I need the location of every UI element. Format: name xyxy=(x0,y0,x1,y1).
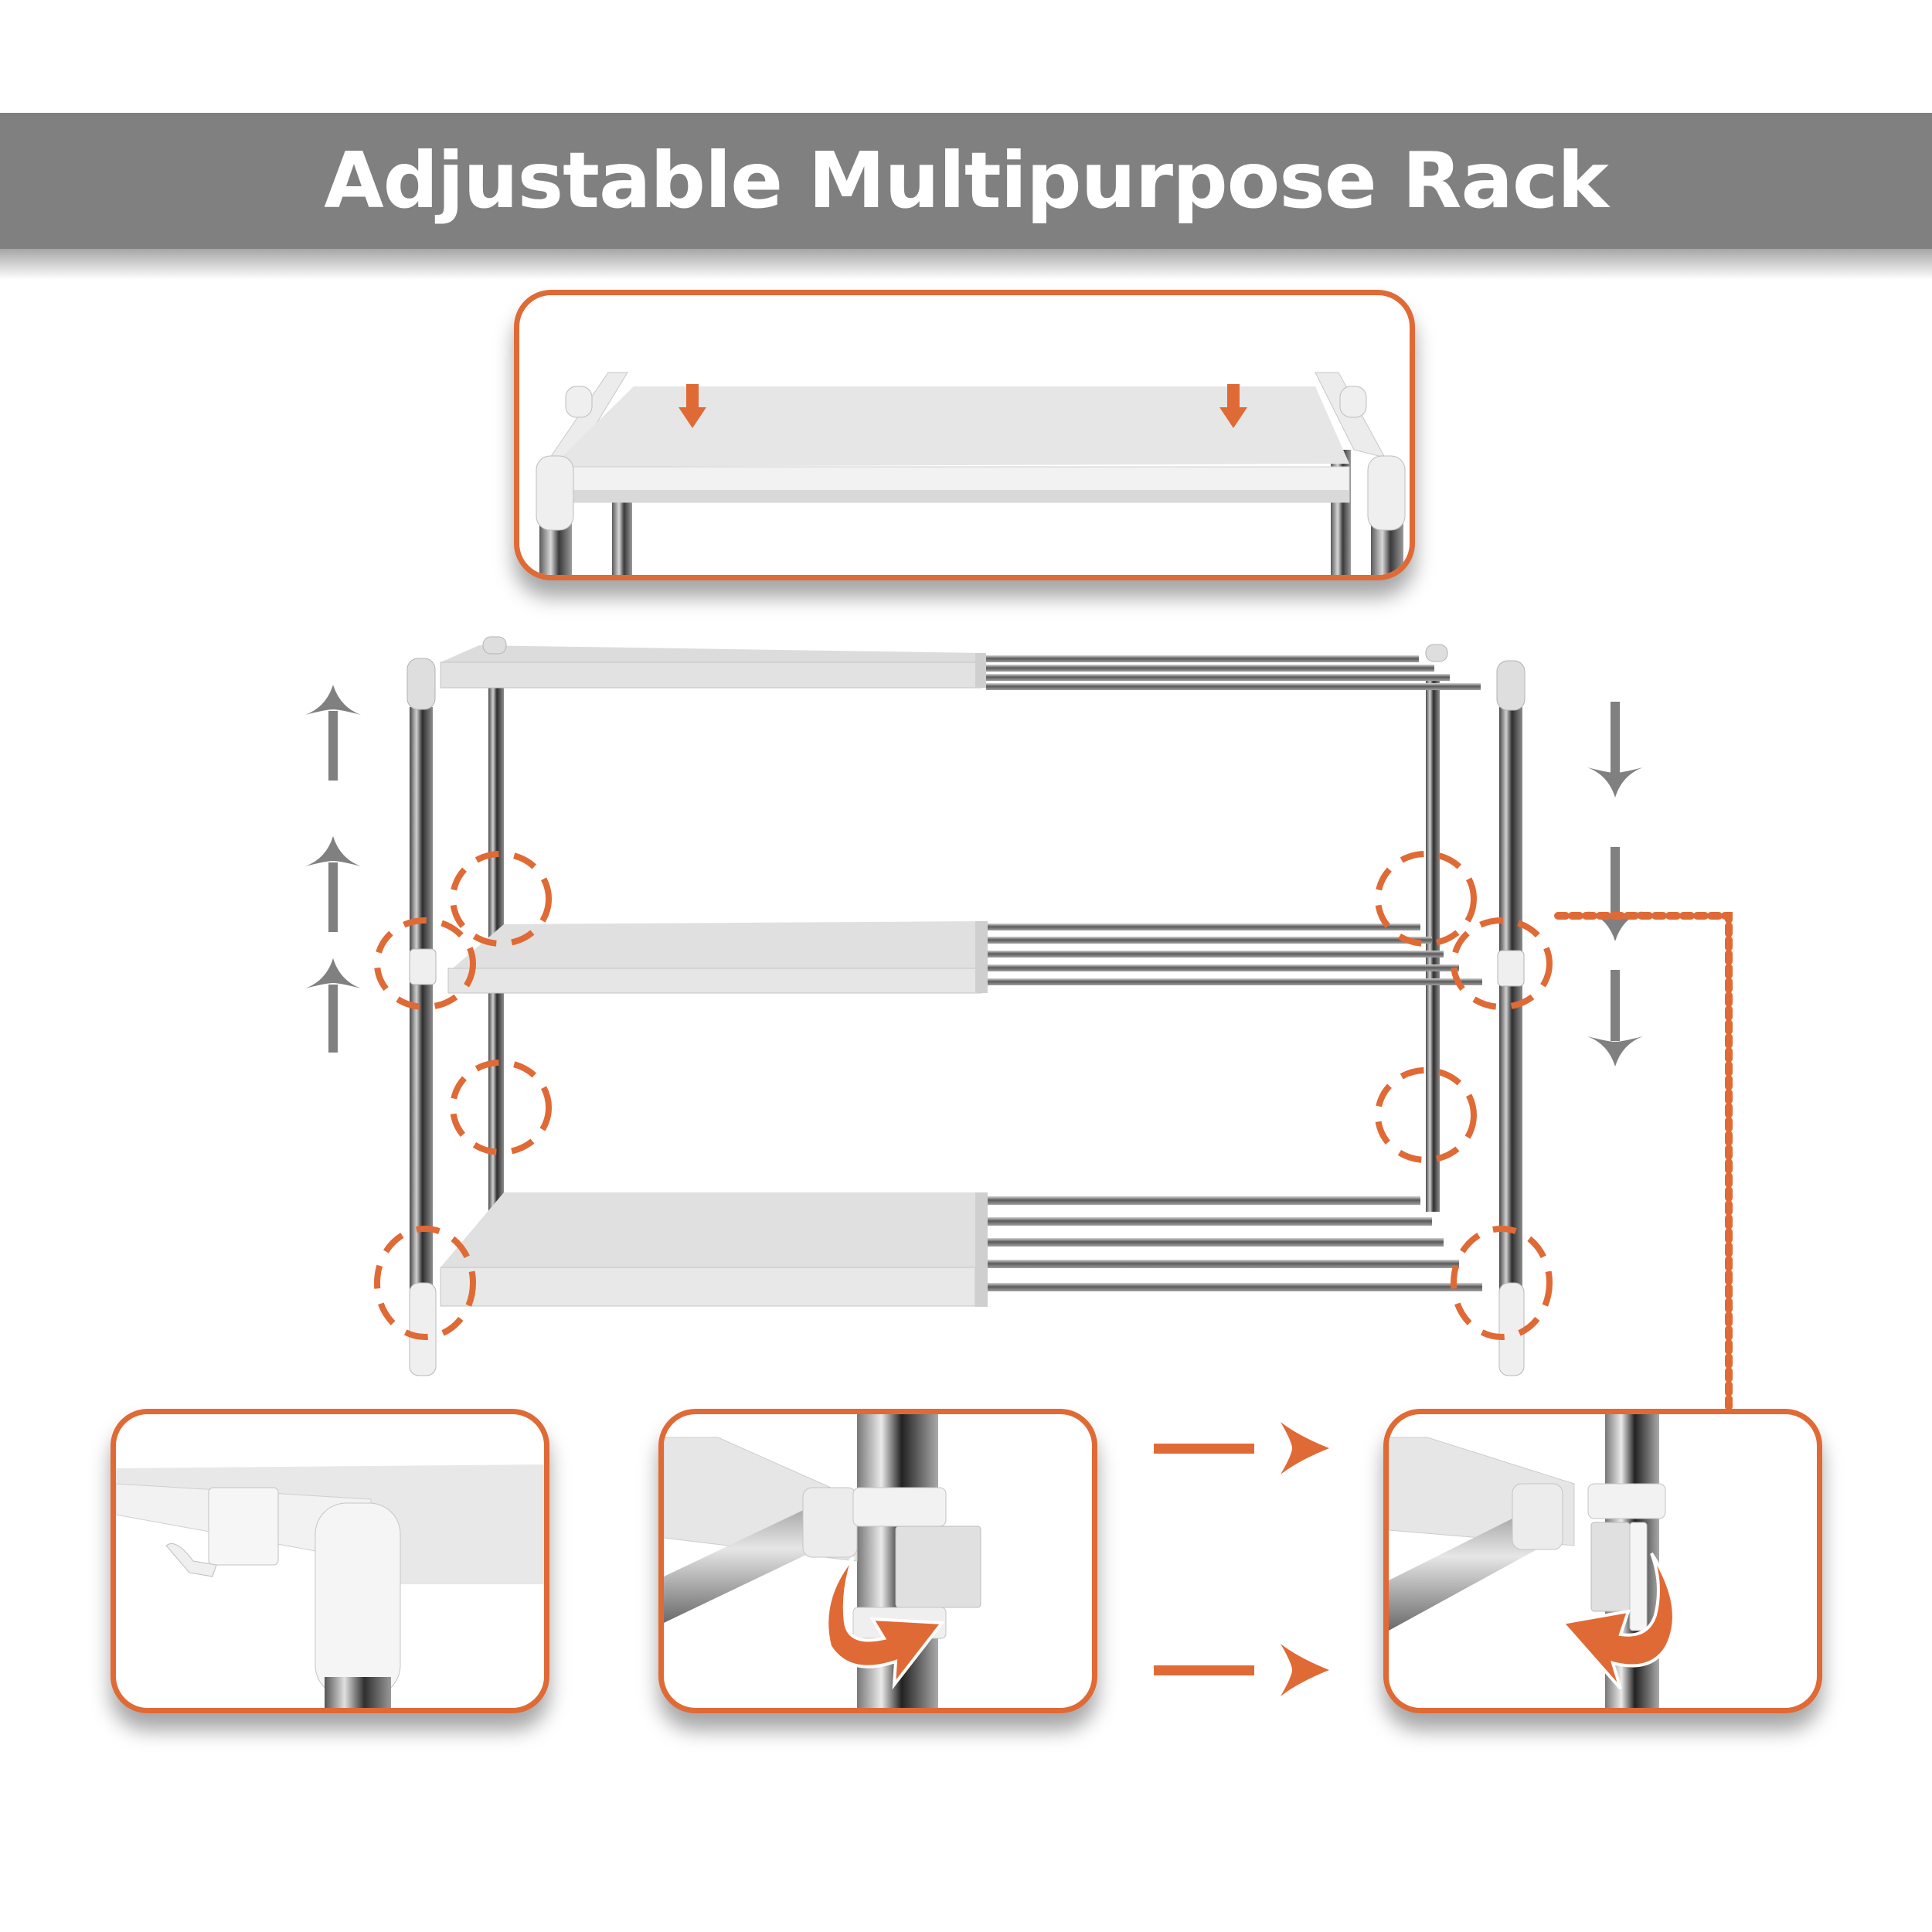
down-arrow-icon xyxy=(1587,702,1643,798)
joint-highlight xyxy=(1375,851,1477,947)
joint-highlight xyxy=(374,917,476,1010)
clip-locked-detail-frame xyxy=(1383,1409,1822,1713)
up-arrow-icon xyxy=(305,685,361,781)
top-shelf-detail-frame xyxy=(514,290,1415,580)
joint-highlight xyxy=(374,1226,476,1340)
joint-highlight xyxy=(450,851,552,947)
clip-locked-illustration xyxy=(1389,1414,1675,1708)
corner-cap-detail-frame xyxy=(111,1409,549,1713)
clip-open-detail-frame xyxy=(658,1409,1097,1713)
rotate-counterclockwise-arrow-icon xyxy=(1560,1552,1675,1690)
clip-open-illustration xyxy=(664,1414,981,1708)
bottom-rods xyxy=(988,1196,1482,1291)
corner-cap-illustration xyxy=(116,1464,544,1708)
joint-highlight xyxy=(1375,1067,1477,1163)
up-arrow-icon xyxy=(305,958,361,1053)
down-arrow-icon xyxy=(1587,847,1643,941)
joint-highlight xyxy=(1451,1226,1553,1340)
top-shelf-illustration xyxy=(536,372,1406,575)
main-rack-illustration xyxy=(305,636,1733,1696)
middle-rods xyxy=(988,923,1482,985)
down-arrow-icon xyxy=(1587,970,1643,1066)
joint-highlight xyxy=(450,1060,552,1155)
dotted-connector xyxy=(1554,912,1733,1412)
title-banner: Adjustable Multipurpose Rack xyxy=(0,113,1932,280)
right-arrow-icon xyxy=(1154,1644,1329,1696)
down-arrow-icon xyxy=(1219,384,1247,428)
rotate-clockwise-arrow-icon xyxy=(825,1556,945,1690)
right-arrow-icon xyxy=(1154,1422,1329,1475)
top-rods xyxy=(986,655,1481,690)
joint-highlights xyxy=(374,851,1553,1340)
down-arrow-icon xyxy=(679,384,706,428)
joint-highlight xyxy=(1451,917,1553,1010)
up-arrow-icon xyxy=(305,836,361,932)
page-title: Adjustable Multipurpose Rack xyxy=(324,135,1609,226)
